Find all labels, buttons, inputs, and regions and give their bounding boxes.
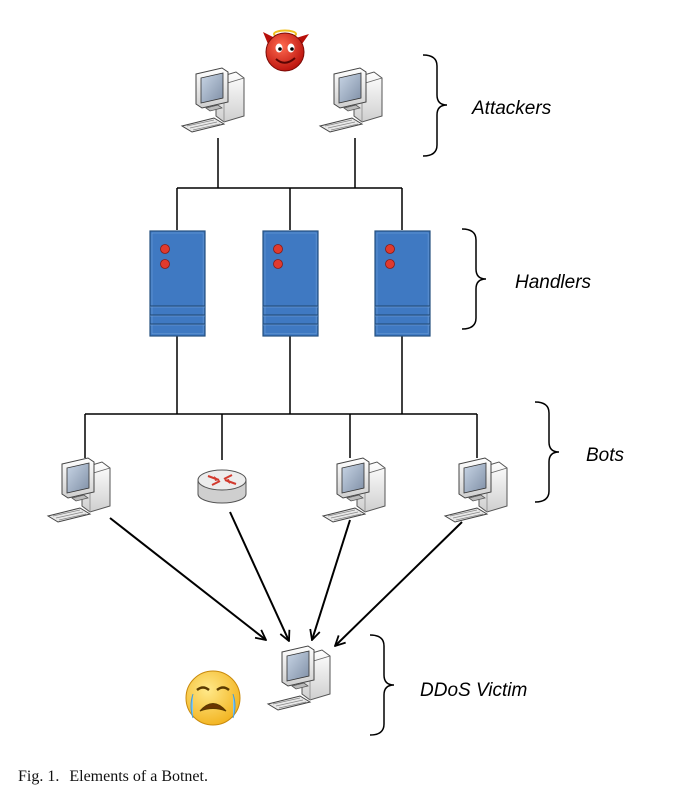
handler-server-3 xyxy=(374,230,431,337)
crying-face-icon xyxy=(185,670,241,726)
handler-bus xyxy=(84,336,478,460)
tier-label-bots: Bots xyxy=(586,445,625,466)
victim-brace xyxy=(369,634,395,736)
handlers-brace xyxy=(461,228,487,330)
figure-caption-text: Elements of a Botnet. xyxy=(69,768,208,785)
attacker-bus xyxy=(176,138,403,230)
tier-label-victim: DDoS Victim xyxy=(420,680,527,701)
victim-computer xyxy=(267,645,331,711)
attacker-computer-1 xyxy=(181,67,245,133)
figure-caption: Fig. 1. Elements of a Botnet. xyxy=(18,768,218,786)
bots-brace xyxy=(534,401,560,503)
bot-computer-1 xyxy=(47,457,111,523)
bot-computer-3 xyxy=(444,457,508,523)
tier-label-handlers: Handlers xyxy=(515,272,592,293)
attackers-brace xyxy=(422,54,448,157)
handler-server-2 xyxy=(262,230,319,337)
handler-server-1 xyxy=(149,230,206,337)
figure-number: Fig. 1. xyxy=(18,768,60,785)
devil-face-icon xyxy=(263,29,309,72)
attack-arrows xyxy=(109,511,463,646)
bot-computer-2 xyxy=(322,457,386,523)
attacker-computer-2 xyxy=(319,67,383,133)
router-icon xyxy=(197,469,247,504)
tier-label-attackers: Attackers xyxy=(471,98,552,119)
